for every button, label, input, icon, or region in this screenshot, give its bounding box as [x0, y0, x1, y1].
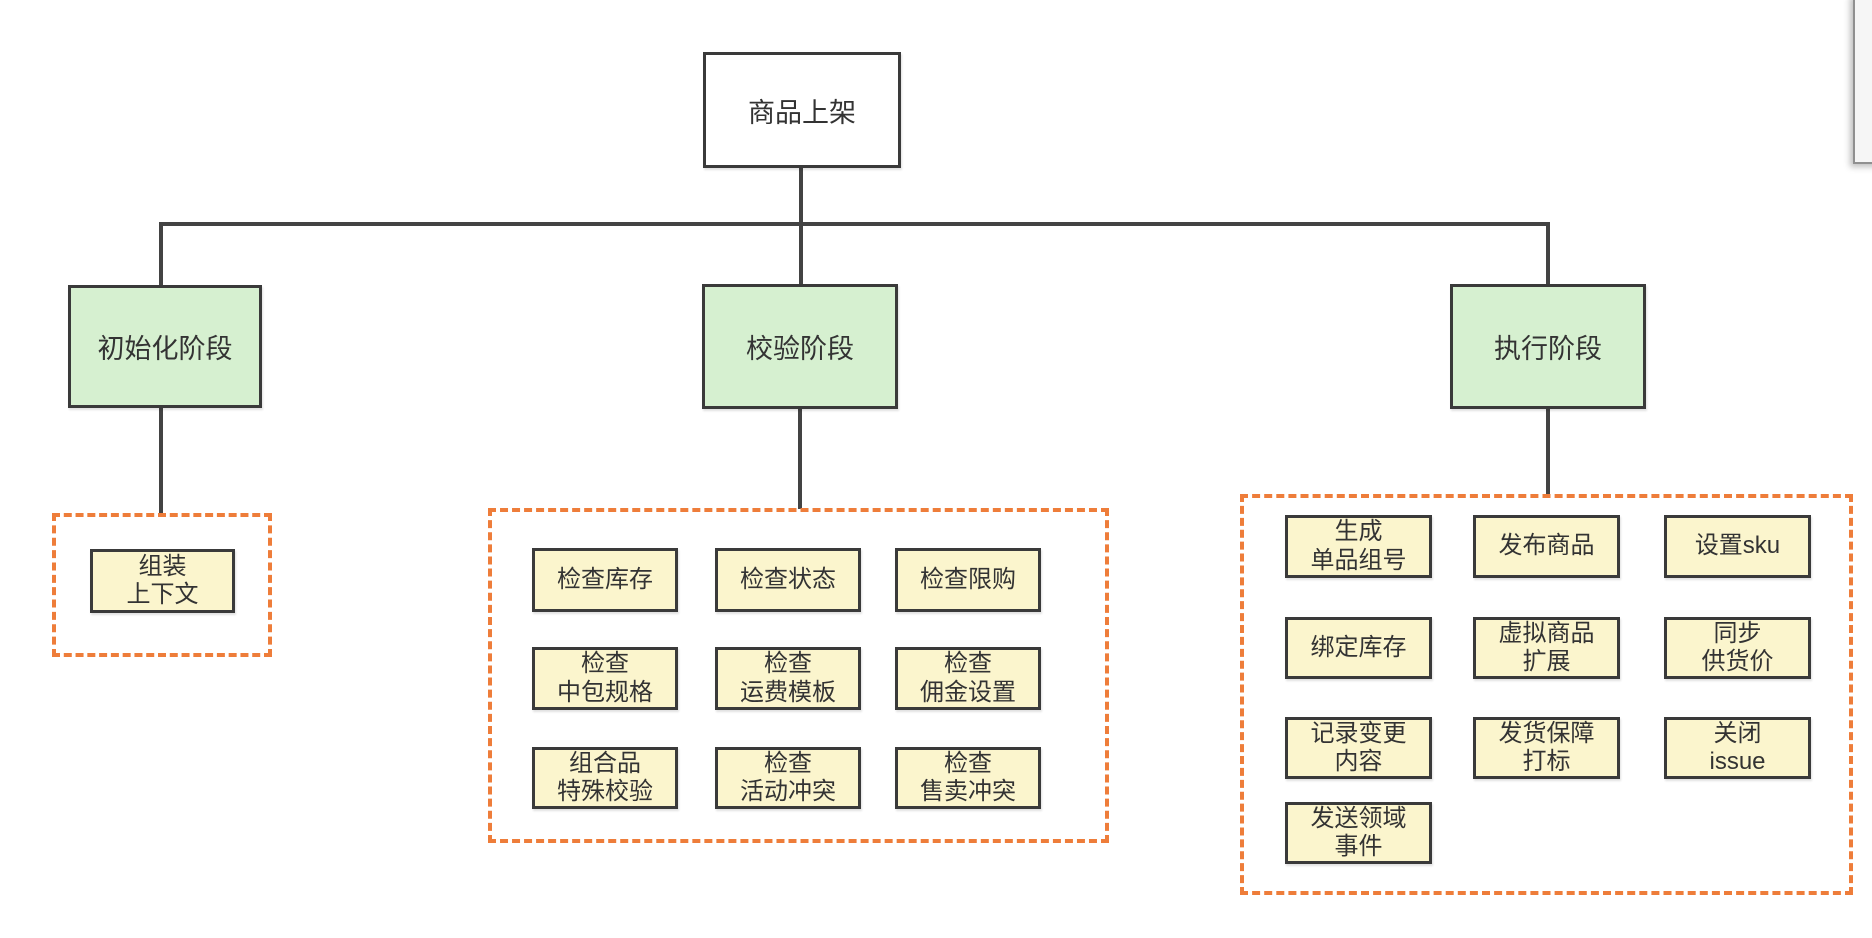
task-node[interactable]: 发布商品	[1473, 515, 1620, 578]
task-node[interactable]: 绑定库存	[1285, 617, 1432, 679]
task-node[interactable]: 发货保障 打标	[1473, 717, 1620, 779]
task-node[interactable]: 检查库存	[532, 548, 678, 612]
task-node[interactable]: 检查 运费模板	[715, 647, 861, 710]
connector-right-drop	[1546, 222, 1550, 285]
group-validate-tasks[interactable]	[488, 508, 1109, 843]
task-node[interactable]: 虚拟商品 扩展	[1473, 617, 1620, 679]
task-node[interactable]: 设置sku	[1664, 515, 1811, 578]
task-node[interactable]: 发送领域 事件	[1285, 802, 1432, 864]
task-node[interactable]: 检查状态	[715, 548, 861, 612]
task-node[interactable]: 检查 中包规格	[532, 647, 678, 710]
phase-node-init[interactable]: 初始化阶段	[68, 285, 262, 408]
task-node[interactable]: 检查 售卖冲突	[895, 747, 1041, 809]
phase-node-validate[interactable]: 校验阶段	[702, 284, 898, 409]
connector-middle-phase-to-group	[798, 409, 802, 509]
task-node[interactable]: 检查 佣金设置	[895, 647, 1041, 710]
connector-root-vertical	[799, 168, 803, 285]
root-node[interactable]: 商品上架	[703, 52, 901, 168]
cropped-side-panel[interactable]	[1853, 0, 1872, 164]
task-node[interactable]: 检查 活动冲突	[715, 747, 861, 809]
task-node[interactable]: 生成 单品组号	[1285, 515, 1432, 578]
task-node[interactable]: 同步 供货价	[1664, 617, 1811, 679]
task-node[interactable]: 组合品 特殊校验	[532, 747, 678, 809]
connector-horizontal-bus	[159, 222, 1550, 226]
task-node[interactable]: 组装 上下文	[90, 549, 235, 613]
connector-right-phase-to-group	[1546, 409, 1550, 495]
group-init-tasks[interactable]	[52, 513, 272, 657]
connector-left-drop	[159, 222, 163, 285]
task-node[interactable]: 关闭 issue	[1664, 717, 1811, 779]
connector-left-phase-to-group	[159, 408, 163, 514]
task-node[interactable]: 记录变更 内容	[1285, 717, 1432, 779]
phase-node-execute[interactable]: 执行阶段	[1450, 284, 1646, 409]
group-execute-tasks[interactable]	[1240, 494, 1853, 895]
task-node[interactable]: 检查限购	[895, 548, 1041, 612]
